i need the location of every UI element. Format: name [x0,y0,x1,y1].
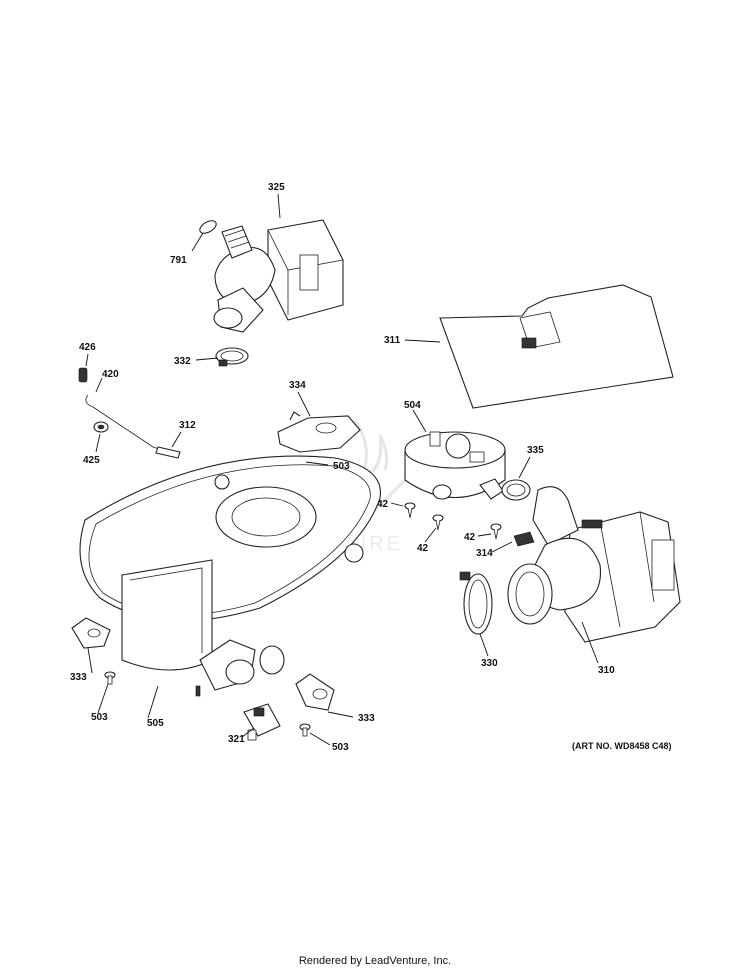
sensor-321 [243,703,281,741]
art-number: (ART NO. WD8458 C48) [572,741,672,751]
callout-311: 311 [384,335,401,346]
tube-312 [155,446,181,459]
callout-42-c: 42 [464,532,476,543]
callout-312: 312 [179,420,196,431]
callout-42-b: 42 [417,543,429,554]
callout-505: 505 [147,718,164,729]
sump-505 [79,455,381,697]
circulation-pump-310 [507,486,681,643]
callout-325: 325 [268,182,285,193]
leader-lines [85,193,599,746]
callout-314: 314 [476,548,493,559]
screw-426 [78,367,88,383]
footer-credit: Rendered by LeadVenture, Inc. [298,955,452,967]
screw-42-c [490,523,502,540]
screw-42-b [432,514,444,531]
callout-503-bottom: 503 [332,742,349,753]
callout-791: 791 [170,255,187,266]
pump-motor-325 [213,219,344,333]
callout-330: 330 [481,658,498,669]
diverter-504 [404,431,506,500]
callout-333-right: 333 [358,713,375,724]
sheet-311 [439,284,674,409]
part-callouts: 325 791 332 311 426 420 425 312 334 503 … [70,182,615,753]
screw-503-bottom [299,723,311,737]
clamp-335 [501,479,531,501]
bracket-333-right [295,673,335,711]
clamp-332 [215,347,249,367]
pad-314 [513,531,535,547]
callout-332: 332 [174,356,191,367]
callout-420: 420 [102,369,119,380]
callout-335: 335 [527,445,544,456]
bracket-334 [277,411,361,453]
wire-420 [85,394,179,456]
o-ring-791 [199,220,217,234]
callout-42-a: 42 [377,499,389,510]
callout-426: 426 [79,342,96,353]
callout-503-top: 503 [333,461,350,472]
callout-310: 310 [598,665,615,676]
callout-334: 334 [289,380,306,391]
callout-504: 504 [404,400,421,411]
callout-425: 425 [83,455,100,466]
callout-321: 321 [228,734,245,745]
callout-503-left: 503 [91,712,108,723]
grommet-425 [93,421,109,433]
screw-503-left [104,671,116,685]
callout-333-left: 333 [70,672,87,683]
bracket-333-left [71,617,111,649]
clamp-330 [459,571,493,635]
screw-42-a [404,502,416,519]
